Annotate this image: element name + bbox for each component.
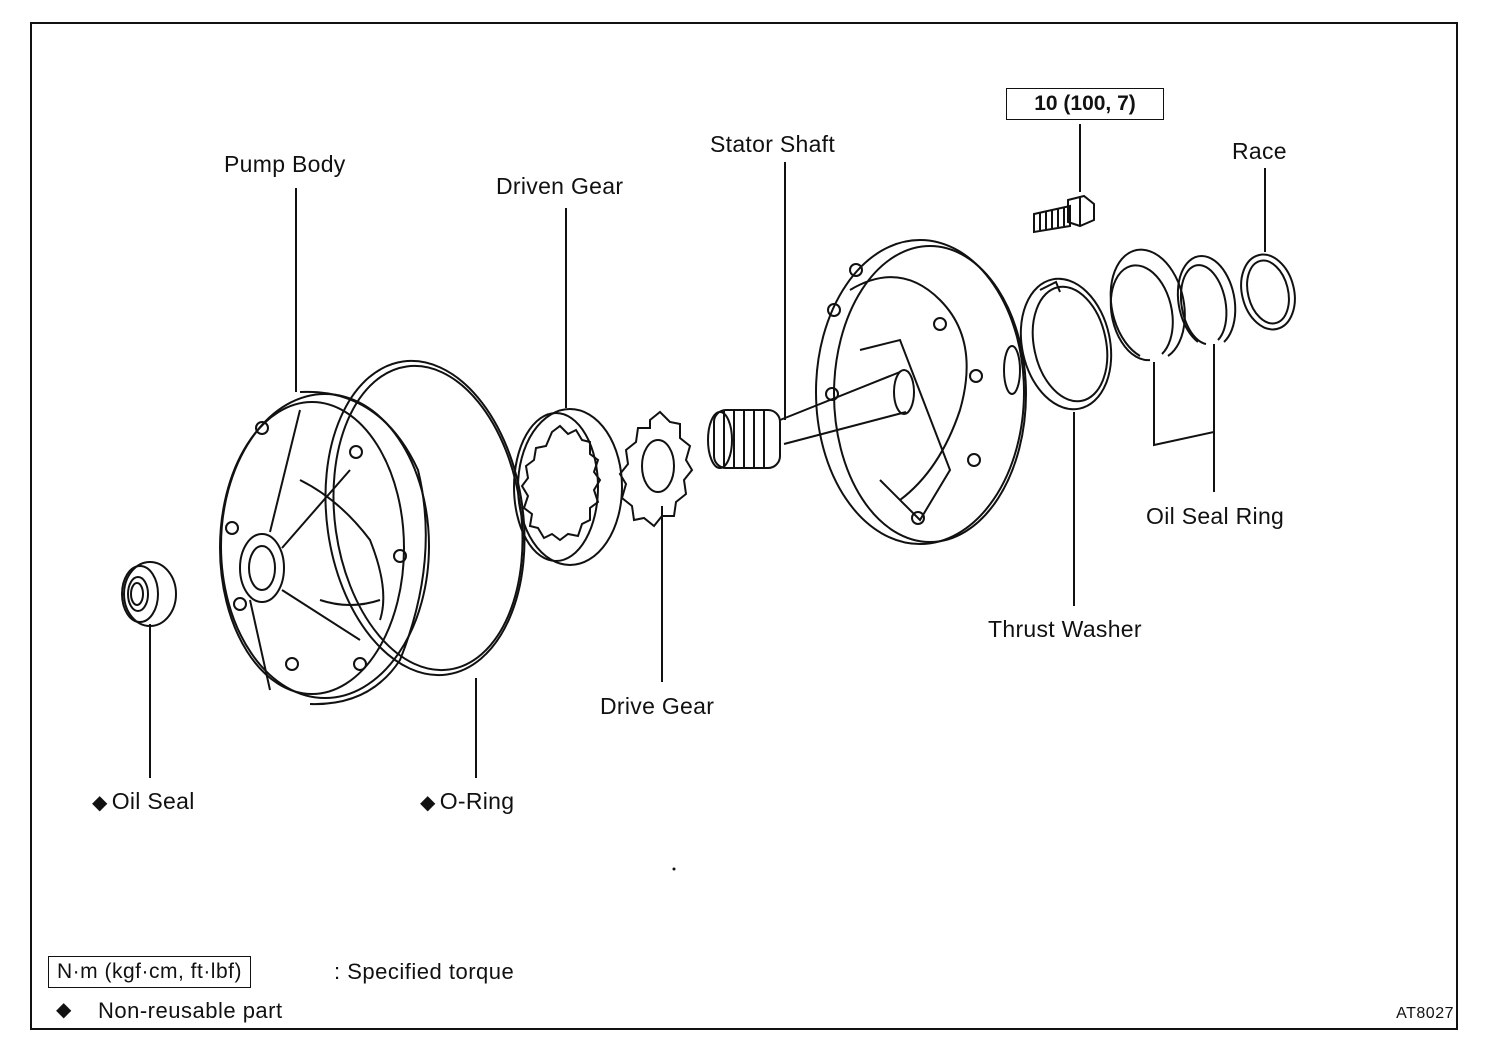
label-oil-seal: ◆Oil Seal — [92, 788, 195, 814]
oil-seal-part — [121, 561, 177, 627]
oil-seal-ring-parts — [1109, 248, 1237, 362]
nonreusable-marker: ◆ — [92, 792, 108, 814]
torque-spec-box: 10 (100, 7) — [1006, 88, 1164, 120]
label-pump-body: Pump Body — [224, 151, 346, 177]
label-drive-gear: Drive Gear — [600, 693, 715, 719]
legend-nonreusable-meaning: Non-reusable part — [98, 998, 283, 1023]
thrust-washer-part — [1019, 277, 1113, 411]
label-o-ring: ◆O-Ring — [420, 788, 515, 814]
bolt-part — [1033, 194, 1095, 234]
race-part — [1240, 253, 1296, 331]
driven-gear-part — [513, 408, 623, 566]
label-driven-gear: Driven Gear — [496, 173, 624, 199]
legend-nonreusable-symbol: ◆ — [56, 999, 72, 1021]
legend-torque-meaning: : Specified torque — [334, 959, 515, 984]
diagram-code: AT8027 — [1396, 1005, 1454, 1022]
label-oil-seal-ring: Oil Seal Ring — [1146, 503, 1285, 529]
leader-oil-seal-ring-bracket — [1153, 344, 1215, 447]
stray-dot — [672, 867, 676, 871]
nonreusable-marker: ◆ — [420, 792, 436, 814]
drive-gear-part — [618, 410, 694, 528]
pump-body-part — [219, 390, 430, 706]
diagram-frame — [30, 22, 1458, 1030]
stator-shaft-part — [707, 239, 1027, 545]
label-stator-shaft: Stator Shaft — [710, 131, 836, 157]
label-race: Race — [1232, 138, 1287, 164]
legend-torque-units: N·m (kgf·cm, ft·lbf) — [48, 956, 251, 988]
label-thrust-washer: Thrust Washer — [988, 616, 1142, 642]
